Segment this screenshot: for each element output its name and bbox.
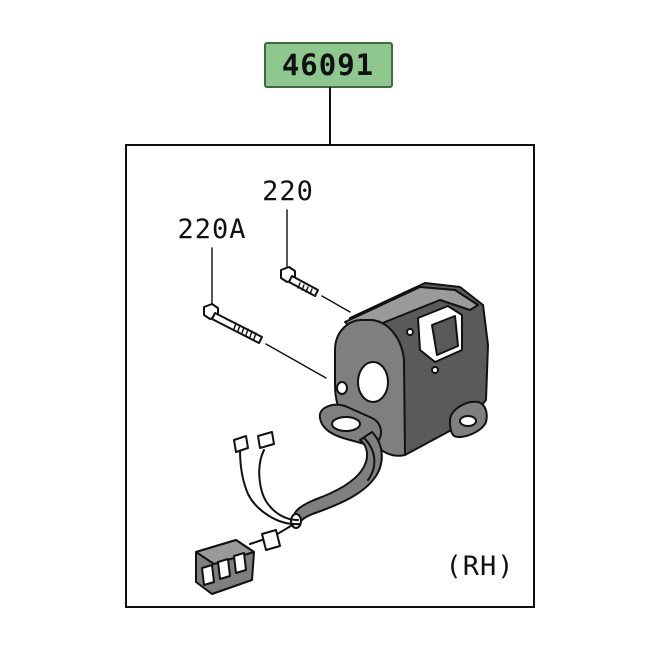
bolt-long-icon (203, 303, 263, 344)
switch-housing-icon (318, 282, 489, 457)
side-marker-label: (RH) (445, 551, 514, 582)
wiring-harness-icon (233, 431, 383, 551)
bolt-short-icon (280, 266, 319, 297)
diagram-frame (125, 144, 535, 608)
connector-icon (195, 539, 255, 595)
part-number-badge (264, 42, 393, 88)
bolt-long-axis-line (265, 343, 327, 379)
bolt-long-label[interactable]: 220A (177, 214, 246, 245)
bolt-short-axis-line (321, 295, 351, 313)
part-number-callout[interactable]: 46091 (264, 42, 393, 88)
part-number-label: 46091 (282, 48, 374, 82)
bolt-short-label[interactable]: 220 (262, 176, 314, 207)
